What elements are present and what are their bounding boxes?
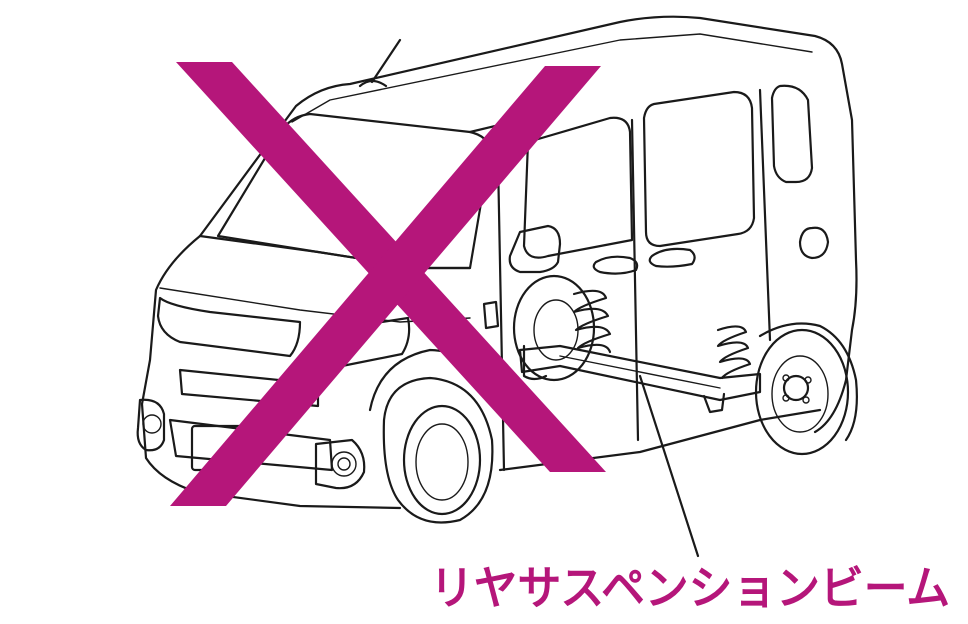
- leader-line: [638, 374, 700, 558]
- rear-suspension-beam-label: リヤサスペンションビーム: [430, 561, 950, 615]
- van-illustration: [136, 15, 858, 524]
- prohibited-x-icon: [170, 62, 606, 506]
- rear-suspension: [512, 274, 762, 414]
